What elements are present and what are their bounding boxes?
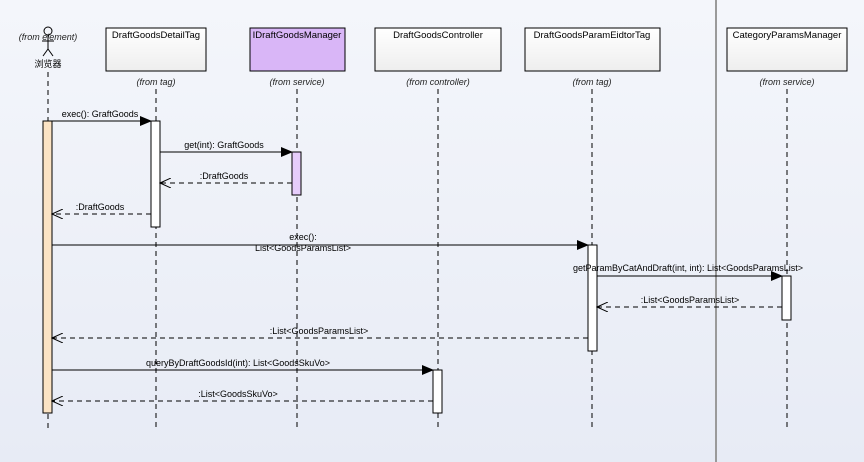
participant-param-tag: DraftGoodsParamEidtorTag (from tag) <box>524 27 661 428</box>
participant-from-label: (from service) <box>759 77 814 87</box>
participant-from-label: (from controller) <box>406 77 470 87</box>
participant-from-label: (from tag) <box>136 77 175 87</box>
participant-box <box>726 27 848 72</box>
message-m1: exec(): GraftGoods <box>52 109 152 126</box>
message-label: queryByDraftGoodsId(int): List<GoodsSkuV… <box>146 358 330 368</box>
message-label: :DraftGoods <box>200 171 249 181</box>
activation-bar <box>432 369 443 414</box>
activation-bar <box>150 120 161 228</box>
message-m4: :DraftGoods <box>52 202 151 214</box>
participant-name: DraftGoodsParamEidtorTag <box>534 30 651 41</box>
participant-manager: IDraftGoodsManager (from service) <box>249 27 346 428</box>
participant-detail-tag: DraftGoodsDetailTag (from tag) <box>105 27 207 428</box>
message-m3: :DraftGoods <box>160 171 292 183</box>
participant-category: CategoryParamsManager (from service) <box>726 27 848 428</box>
activation-bar <box>291 151 302 196</box>
participant-from-label: (from tag) <box>572 77 611 87</box>
participant-box <box>105 27 207 72</box>
participant-name: DraftGoodsController <box>393 30 483 41</box>
participant-name: DraftGoodsDetailTag <box>112 30 200 41</box>
message-label: :List<GoodsSkuVo> <box>198 389 278 399</box>
activation-bar <box>587 244 598 352</box>
message-label: get(int): GraftGoods <box>184 140 264 150</box>
activation-bar <box>781 275 792 321</box>
participant-controller: DraftGoodsController (from controller) <box>374 27 502 428</box>
message-label-line2: List<GoodsParamsList> <box>255 243 351 253</box>
participant-box <box>249 27 346 72</box>
message-m5: exec(): List<GoodsParamsList> <box>52 232 589 253</box>
message-label: exec(): <box>289 232 317 242</box>
participant-name: CategoryParamsManager <box>733 30 842 41</box>
message-label: :List<GoodsParamsList> <box>641 295 740 305</box>
participant-box <box>524 27 661 72</box>
participant-name: IDraftGoodsManager <box>253 30 342 41</box>
message-m9: queryByDraftGoodsId(int): List<GoodsSkuV… <box>52 358 434 375</box>
participant-from-label: (from service) <box>269 77 324 87</box>
message-m7: :List<GoodsParamsList> <box>597 295 782 307</box>
activation-bar <box>42 120 53 414</box>
message-label: :List<GoodsParamsList> <box>270 326 369 336</box>
message-label: :DraftGoods <box>76 202 125 212</box>
message-m2: get(int): GraftGoods <box>160 140 293 157</box>
message-m8: :List<GoodsParamsList> <box>52 326 588 338</box>
message-label: exec(): GraftGoods <box>62 109 139 119</box>
actor-icon <box>42 26 54 57</box>
participant-name: 浏览器 <box>34 58 61 69</box>
message-m10: :List<GoodsSkuVo> <box>52 389 433 401</box>
participant-browser: (from element) 浏览器 <box>19 26 77 428</box>
participant-box <box>374 27 502 72</box>
message-m6: getParamByCatAndDraft(int, int): List<Go… <box>573 263 803 281</box>
message-label: getParamByCatAndDraft(int, int): List<Go… <box>573 263 803 273</box>
